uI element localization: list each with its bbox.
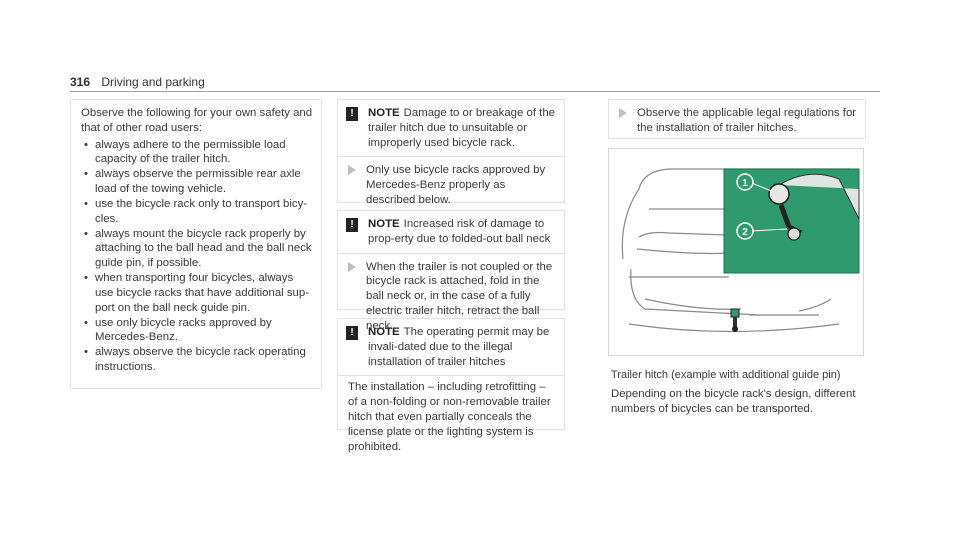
callout-2-label: 2 — [742, 227, 748, 238]
safety-item: use only bicycle racks approved by Merce… — [81, 316, 313, 346]
callout-1-label: 1 — [742, 178, 748, 189]
step-text: Observe the applicable legal regulations… — [637, 107, 857, 134]
safety-item: always adhere to the permissible load ca… — [81, 138, 313, 168]
action-step: When the trailer is not coupled or the b… — [338, 252, 564, 341]
note-body: The installation – including retrofittin… — [338, 375, 564, 454]
note-label: NOTE — [368, 218, 400, 230]
step-text: When the trailer is not coupled or the b… — [366, 260, 553, 332]
note-text: The operating permit may be invali-dated… — [368, 326, 550, 368]
figure-caption: Trailer hitch (example with additional g… — [611, 369, 841, 381]
callout-2 — [736, 222, 754, 240]
safety-list: always adhere to the permissible load ca… — [81, 138, 313, 375]
action-arrow-icon — [348, 165, 356, 176]
action-step: Only use bicycle racks approved by Merce… — [338, 156, 564, 214]
note-label: NOTE — [368, 326, 400, 338]
action-arrow-icon — [348, 261, 356, 272]
safety-item: always mount the bicycle rack properly b… — [81, 227, 313, 271]
section-title: Driving and parking — [101, 75, 205, 89]
safety-instructions-box: Observe the following for your own safet… — [70, 99, 322, 389]
action-arrow-icon — [619, 108, 627, 118]
page-number: 316 — [70, 75, 91, 89]
safety-item: always observe the permissible rear axle… — [81, 167, 313, 197]
car-rear-drawing: 1 2 — [621, 168, 860, 333]
regulations-step-box: Observe the applicable legal regulations… — [608, 99, 866, 139]
trailer-hitch-illustration: 1 2 — [608, 148, 864, 356]
step-text: Only use bicycle racks approved by Merce… — [366, 164, 546, 207]
callout-1 — [736, 173, 754, 191]
header-divider — [70, 91, 880, 92]
warning-icon: ! — [346, 107, 358, 121]
page-header: 316 Driving and parking — [70, 75, 205, 91]
tow-ball-small — [730, 308, 740, 332]
safety-intro: Observe the following for your own safet… — [81, 107, 313, 134]
note-text: Increased risk of damage to prop-erty du… — [368, 218, 551, 245]
safety-item: always observe the bicycle rack operatin… — [81, 345, 313, 375]
warning-icon: ! — [346, 218, 358, 232]
warning-icon: ! — [346, 326, 358, 340]
safety-item: use the bicycle rack only to transport b… — [81, 197, 313, 227]
note-label: NOTE — [368, 107, 400, 119]
note-text: Damage to or breakage of the trailer hit… — [368, 107, 555, 149]
hitch-detail — [748, 173, 860, 241]
body-paragraph: Depending on the bicycle rack's design, … — [611, 388, 856, 415]
safety-item: when transporting four bicycles, always … — [81, 271, 313, 315]
